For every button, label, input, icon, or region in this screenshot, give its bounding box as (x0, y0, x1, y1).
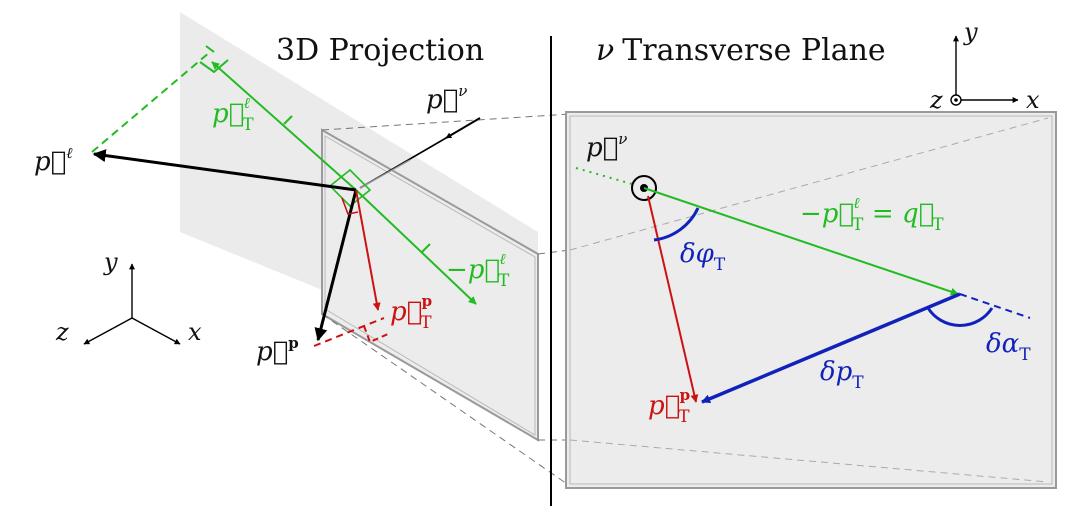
blue-dashed-extension (959, 293, 1031, 319)
pT-proton-arrow-right (647, 195, 699, 403)
green-small-dash (205, 45, 215, 53)
q-T-arrow (643, 187, 959, 296)
z-dot-icon (954, 98, 958, 102)
green-dotted-extension (575, 167, 633, 185)
right-axes (953, 35, 1019, 103)
delta-pT-arrow (701, 292, 961, 404)
transverse-plane (565, 111, 1057, 489)
label-q-T: −p⃗Tℓ = q⃗T (800, 194, 944, 235)
label-p-proton: p⃗p (256, 334, 299, 367)
green-corner-marker (199, 59, 229, 74)
neutrino-arrow (445, 117, 481, 139)
label-delta-alpha: δαT (986, 329, 1031, 365)
label-p-nu-right: p⃗ν (586, 130, 627, 163)
delta-alpha-arc (926, 307, 994, 327)
transverse-plane-inner (569, 115, 1053, 485)
red-right-angle-small (341, 197, 359, 215)
label-pT-lepton: p⃗Tℓ (212, 94, 254, 135)
label-p-nu-left: p⃗ν (426, 82, 467, 115)
label-pT-proton-right: p⃗Tp (648, 386, 690, 427)
p-proton-arrow (314, 189, 358, 342)
right-axis-y: y (963, 18, 978, 46)
neutrino-beam-gray (359, 159, 411, 189)
tick-right (421, 243, 431, 253)
tick-left (283, 115, 293, 125)
delta-phi-arc (653, 207, 700, 242)
red-dashed-projection (313, 317, 385, 347)
left-axis-z: z (55, 318, 69, 346)
label-delta-phi: δφT (680, 239, 726, 275)
left-axes (83, 263, 181, 345)
label-p-lepton: p⃗ℓ (34, 144, 73, 177)
transverse-plane-3d-inner (324, 135, 536, 436)
p-lepton-arrow (92, 149, 357, 192)
transverse-guides (569, 117, 1049, 483)
left-axis-x: x (188, 318, 202, 346)
right-axis-x: x (1026, 86, 1040, 114)
label-delta-pT: δpT (820, 357, 864, 393)
neg-pT-lepton-arrow (355, 189, 477, 305)
red-corner-marker (363, 325, 389, 344)
label-pT-proton-left: p⃗Tp (390, 292, 432, 333)
right-axis-z: z (929, 86, 943, 114)
left-axis-y: y (103, 248, 118, 276)
projection-lines (321, 113, 571, 487)
pT-proton-arrow (355, 189, 381, 311)
label-neg-pT-lepton: −p⃗Tℓ (446, 250, 510, 291)
title-3d-projection: 3D Projection (276, 33, 484, 68)
pT-lepton-arrow (211, 61, 357, 191)
neutrino-out-icon (631, 175, 657, 201)
